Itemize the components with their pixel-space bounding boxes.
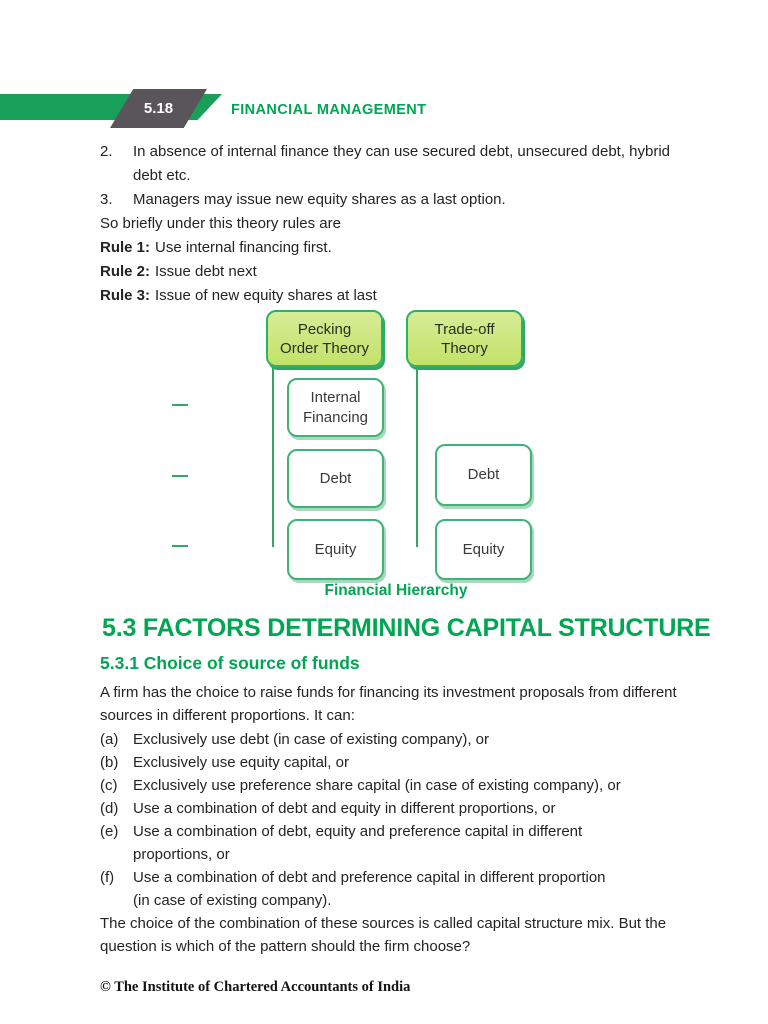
- connector-line: [172, 475, 188, 477]
- subsection-heading: 5.3.1 Choice of source of funds: [100, 653, 360, 673]
- numbered-item-2: 2. In absence of internal finance they c…: [100, 140, 692, 188]
- intro-text: So briefly under this theory rules are: [100, 215, 341, 232]
- page-content: 2. In absence of internal finance they c…: [0, 140, 768, 995]
- page-number: 5.18: [143, 100, 174, 117]
- item-text: debt etc.: [133, 167, 191, 184]
- rule-3: Rule 3:Issue of new equity shares at las…: [100, 284, 692, 308]
- node-pecking-order-theory: Pecking Order Theory: [266, 310, 383, 367]
- header-title: FINANCIAL MANAGEMENT: [231, 102, 427, 118]
- connector-line: [416, 363, 418, 547]
- node-internal-financing: Internal Financing: [287, 378, 384, 437]
- list-item-d: (d) Use a combination of debt and equity…: [100, 800, 556, 817]
- financial-hierarchy-diagram: Pecking Order Theory Trade-off Theory In…: [0, 308, 768, 604]
- node-equity-left: Equity: [287, 519, 384, 580]
- paragraph: A firm has the choice to raise funds for…: [100, 684, 677, 724]
- rule-text: Issue debt next: [155, 263, 257, 280]
- rule-2: Rule 2:Issue debt next: [100, 260, 692, 284]
- connector-line: [172, 404, 188, 406]
- node-trade-off-theory: Trade-off Theory: [406, 310, 523, 367]
- diagram-caption: Financial Hierarchy: [324, 582, 468, 599]
- lettered-list: (a) Exclusively use debt (in case of exi…: [100, 728, 692, 912]
- paragraph: The choice of the combination of these s…: [100, 915, 667, 955]
- list-item-a: (a) Exclusively use debt (in case of exi…: [100, 731, 489, 748]
- list-item-b: (b) Exclusively use equity capital, or: [100, 754, 349, 771]
- item-marker: 2.: [100, 143, 113, 160]
- rule-label: Rule 1:: [100, 239, 151, 256]
- list-item-c: (c) Exclusively use preference share cap…: [100, 777, 621, 794]
- connector-line: [172, 545, 188, 547]
- node-debt-left: Debt: [287, 449, 384, 508]
- node-debt-right: Debt: [435, 444, 532, 506]
- numbered-item-3: 3. Managers may issue new equity shares …: [100, 188, 692, 212]
- item-text: Managers may issue new equity shares as …: [133, 191, 506, 208]
- rule-label: Rule 2:: [100, 263, 151, 280]
- node-equity-right: Equity: [435, 519, 532, 580]
- list-item-e: (e) Use a combination of debt, equity an…: [100, 823, 583, 863]
- rule-label: Rule 3:: [100, 287, 151, 304]
- rule-text: Issue of new equity shares at last: [155, 287, 377, 304]
- item-text: In absence of internal finance they can …: [133, 143, 671, 160]
- section-heading-row: 5.3 FACTORS DETERMINING CAPITAL STRUCTUR…: [94, 606, 711, 650]
- copyright-footer: © The Institute of Chartered Accountants…: [100, 979, 411, 995]
- rule-text: Use internal financing first.: [155, 239, 332, 256]
- list-item-f: (f) Use a combination of debt and prefer…: [100, 869, 606, 909]
- rule-1: Rule 1:Use internal financing first.: [100, 236, 692, 260]
- connector-line: [272, 363, 274, 547]
- item-marker: 3.: [100, 191, 113, 208]
- section-heading: 5.3 FACTORS DETERMINING CAPITAL STRUCTUR…: [102, 614, 711, 642]
